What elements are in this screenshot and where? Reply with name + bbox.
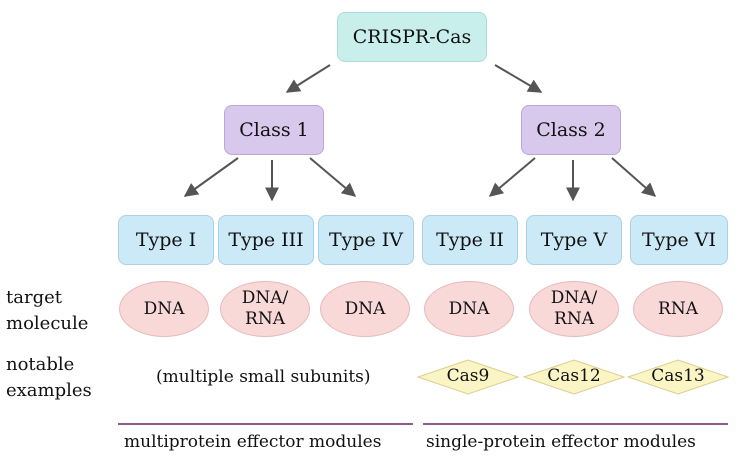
target-type-v: DNA/RNA bbox=[529, 281, 619, 337]
multiprotein-footer: multiprotein effector modules bbox=[124, 432, 382, 452]
target-type-ii: DNA bbox=[424, 281, 514, 337]
class-2-node: Class 2 bbox=[521, 105, 621, 155]
arrow-class2-type6 bbox=[611, 157, 657, 197]
type-iii-node: Type III bbox=[218, 215, 314, 265]
example-cas12-label: Cas12 bbox=[547, 366, 601, 386]
type-v-node: Type V bbox=[526, 215, 622, 265]
example-cas9-label: Cas9 bbox=[446, 366, 490, 386]
target-type-iii: DNA/RNA bbox=[220, 281, 310, 337]
arrow-root-class1 bbox=[285, 64, 331, 93]
type-ii-node: Type II bbox=[422, 215, 518, 265]
example-diamond-cas13 bbox=[626, 359, 730, 395]
root-node: CRISPR-Cas bbox=[337, 12, 487, 62]
class-1-node: Class 1 bbox=[224, 105, 324, 155]
type-iv-node: Type IV bbox=[318, 215, 414, 265]
notable-examples-label: notable examples bbox=[6, 354, 92, 401]
target-type-i: DNA bbox=[119, 281, 209, 337]
target-molecule-label: target molecule bbox=[6, 287, 89, 334]
arrow-class1-type1 bbox=[183, 157, 239, 197]
arrow-class2-type2 bbox=[488, 157, 536, 197]
target-type-iv: DNA bbox=[320, 281, 410, 337]
type-vi-node: Type VI bbox=[630, 215, 728, 265]
example-cas13-label: Cas13 bbox=[651, 366, 705, 386]
arrow-class1-type4 bbox=[309, 157, 357, 197]
example-diamond-cas12 bbox=[522, 359, 626, 395]
arrow-root-class2 bbox=[494, 64, 543, 93]
type-i-node: Type I bbox=[118, 215, 214, 265]
single-protein-footer: single-protein effector modules bbox=[426, 432, 696, 452]
class1-examples-text: (multiple small subunits) bbox=[156, 367, 371, 387]
target-type-vi: RNA bbox=[633, 281, 723, 337]
example-diamond-cas9 bbox=[416, 359, 520, 395]
